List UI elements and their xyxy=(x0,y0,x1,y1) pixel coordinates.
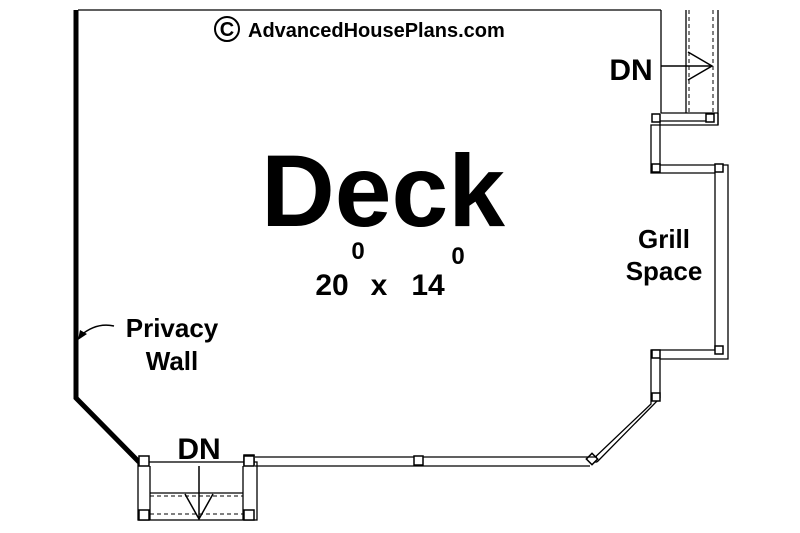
room-width-sup: 0 xyxy=(351,238,364,265)
watermark-text: AdvancedHousePlans.com xyxy=(248,20,505,42)
copyright-icon xyxy=(214,16,240,42)
room-depth-sup: 0 xyxy=(451,243,464,270)
room-title: Deck xyxy=(261,134,505,248)
down-label-top: DN xyxy=(609,54,652,87)
privacy-wall-label-line1: Privacy xyxy=(126,313,219,343)
deck-right-rail xyxy=(585,113,729,466)
down-label-bottom: DN xyxy=(177,433,220,466)
stair-bottom xyxy=(137,455,258,521)
down-arrow-down-icon xyxy=(184,466,214,521)
room-depth: 14 xyxy=(411,269,445,302)
down-arrow-right-icon xyxy=(661,51,714,81)
grill-space-label-line1: Grill xyxy=(638,224,690,254)
dimension-times: x xyxy=(371,269,388,302)
watermark: C AdvancedHousePlans.com xyxy=(214,16,505,42)
copyright-symbol: C xyxy=(220,19,234,41)
deck-bottom-rail xyxy=(243,454,597,467)
privacy-wall-label-line2: Wall xyxy=(146,346,198,376)
stair-top-right xyxy=(660,10,719,125)
privacy-wall xyxy=(73,10,141,464)
grill-space-label-line2: Space xyxy=(626,256,703,286)
privacy-wall-leader-arrow-icon xyxy=(78,330,87,340)
room-width: 20 xyxy=(315,269,348,302)
